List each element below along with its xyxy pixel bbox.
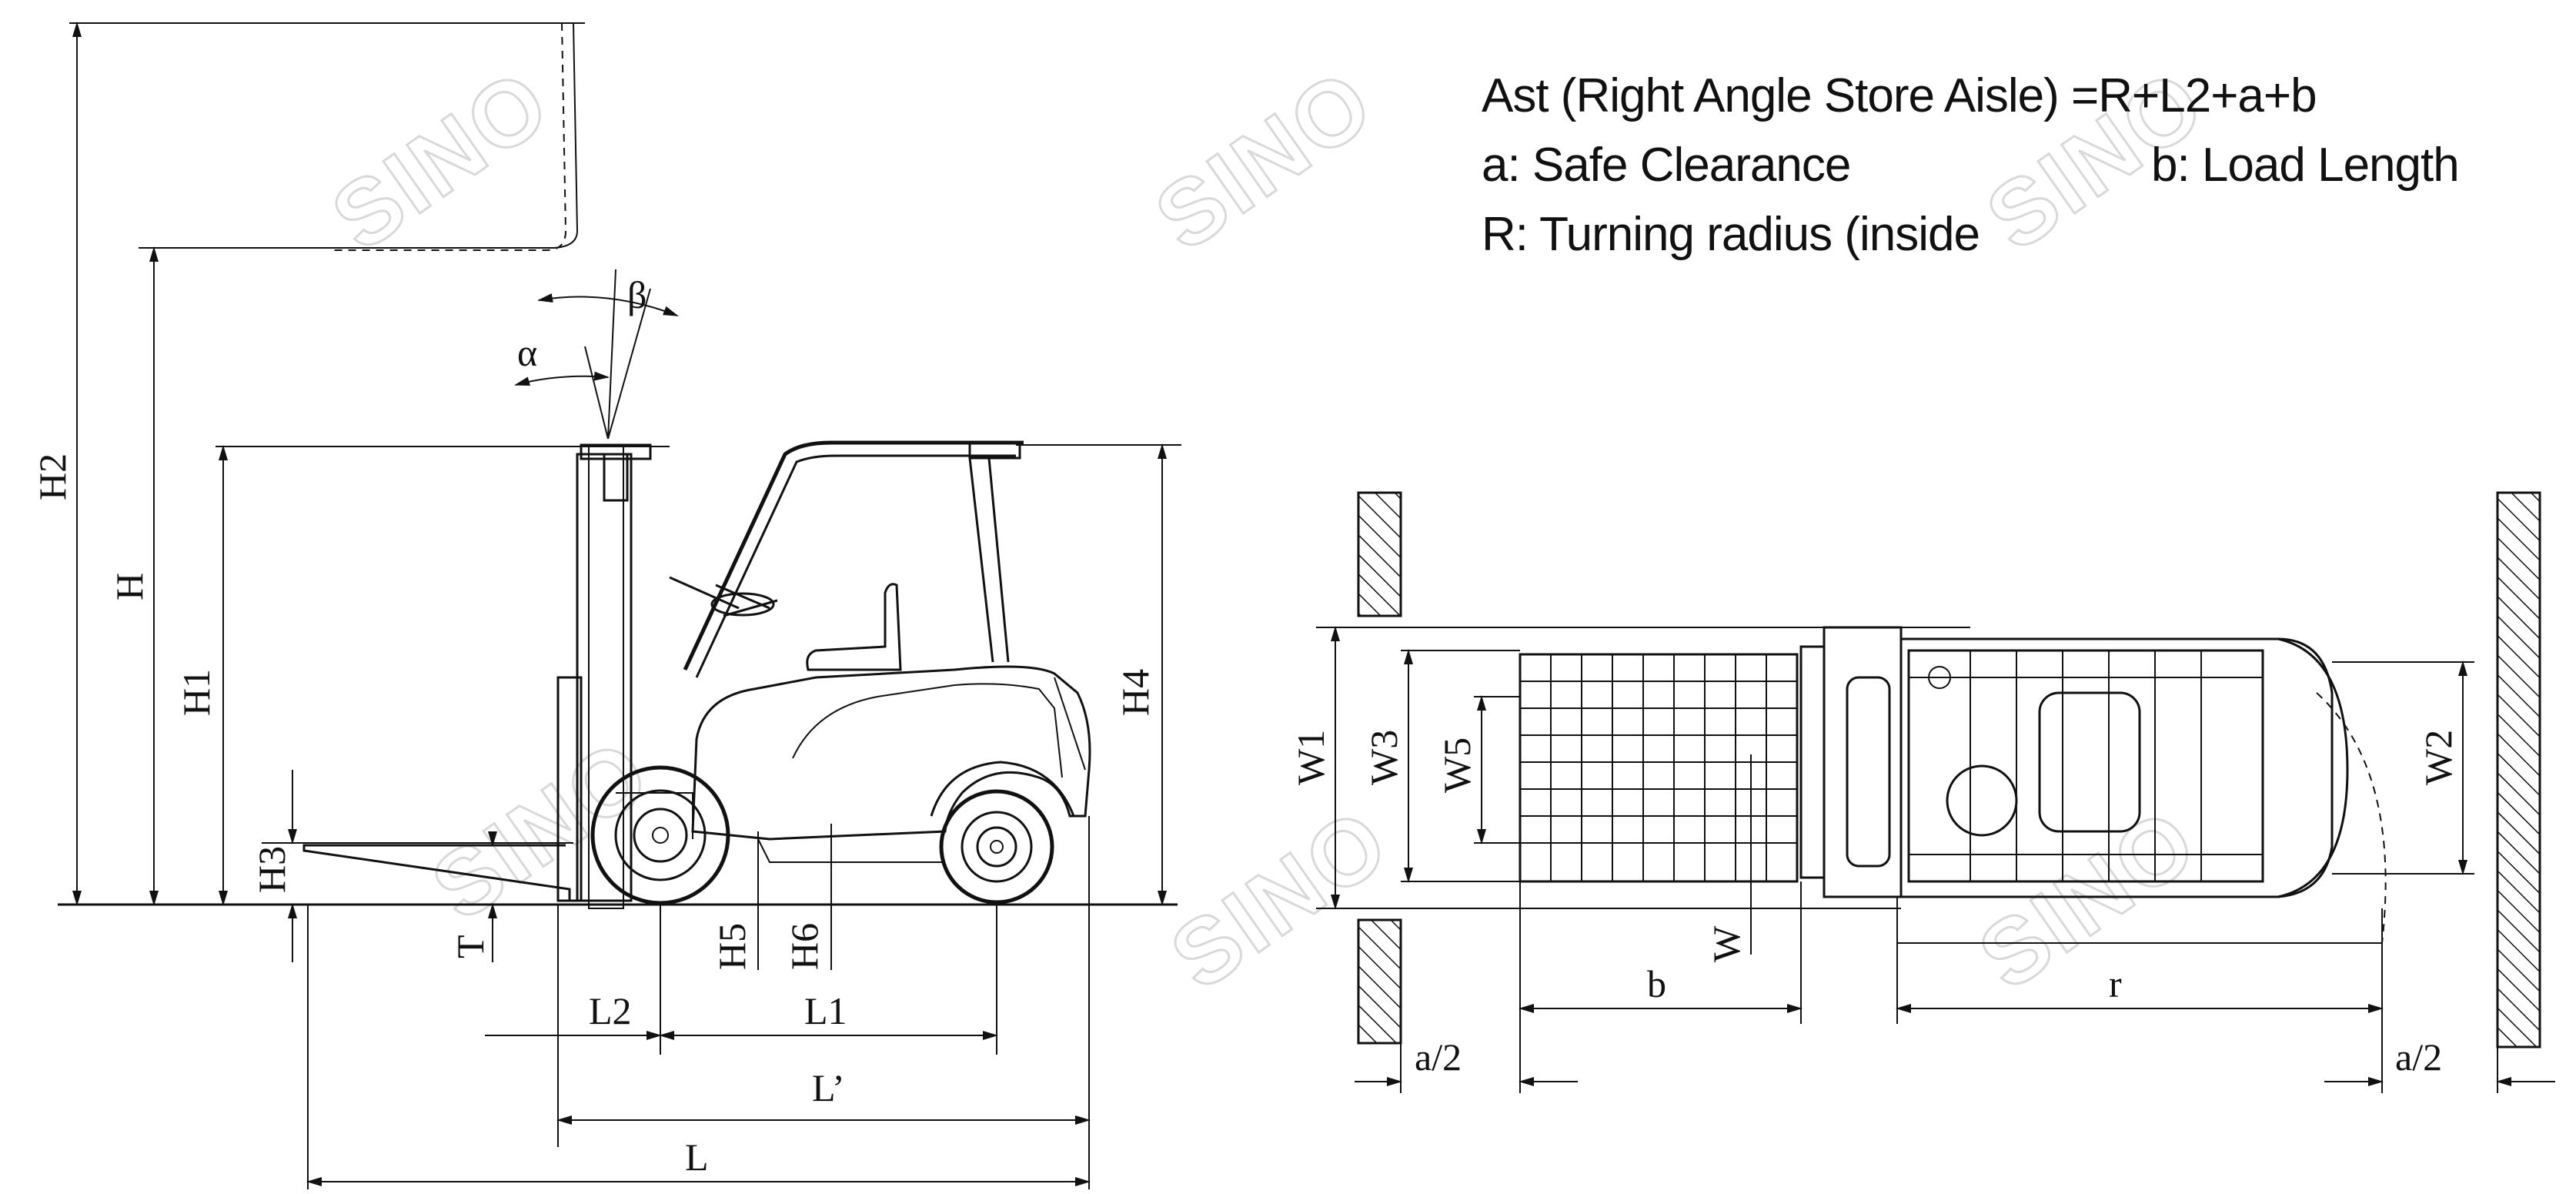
steering-wheel [710,592,775,617]
mast-crosshead [580,443,652,460]
w5-label: W5 [1435,737,1478,793]
h4-label: H4 [1114,669,1157,716]
overhead-guard-slats [1909,651,2263,881]
lift-cylinder-head [603,453,629,502]
h1-label: H1 [175,669,218,716]
formula-notes: Ast (Right Angle Store Aisle) =R+L2+a+b … [1482,62,2544,269]
load-length-note: b: Load Length [2151,139,2460,192]
l-prime-label: L’ [812,1066,845,1109]
a-half-left-label: a/2 [1415,1035,1462,1079]
truck-body [691,665,1091,841]
operator-seat [806,583,902,671]
rear-counterweight-line [1054,677,1086,771]
rear-wheel [939,789,1054,905]
alpha-arc [514,371,610,386]
l2-label: L2 [589,989,632,1032]
rear-pillar-inner [987,457,1010,663]
counterweight-top [2277,637,2349,898]
h-label: H [108,573,151,600]
l1-label: L1 [804,989,847,1032]
w2-label: W2 [2417,730,2460,785]
beta-label: β [627,273,647,316]
mirror-top [1928,666,1951,689]
w3-label: W3 [1362,730,1405,785]
watermark-text: SINO [1961,788,2215,1009]
raised-fork-line [139,22,579,249]
seat-top [2038,691,2141,833]
beta-arc [537,293,679,316]
overhead-guard-front [683,440,1024,671]
w1-label: W1 [1289,730,1332,785]
watermark-text: SINO [1138,49,1392,270]
h3-label: H3 [250,846,293,893]
overhead-guard-inner [695,454,1016,678]
b-label: b [1647,962,1666,1005]
safe-clearance-note: a: Safe Clearance [1482,139,1851,192]
truck-frame-top [1899,637,2334,898]
overhead-guard-top [1907,649,2264,883]
steer-handle-top [1846,676,1891,868]
steering-wheel-top [1946,764,2018,837]
w-label: W [1705,925,1748,962]
aisle-formula: Ast (Right Angle Store Aisle) =R+L2+a+b [1482,69,2317,122]
left-wall-lower [1357,918,1402,1045]
turning-arc [2316,692,2387,944]
load-pallet [1519,653,1799,883]
lowered-fork [302,844,571,901]
carriage-top [1799,645,1826,879]
h2-label: H2 [31,453,74,500]
right-wall [2496,491,2541,1049]
r-label: r [2109,962,2122,1005]
raised-fork-outline [331,22,567,251]
t-label: T [449,935,492,958]
alpha-label: α [517,331,537,374]
steering-column [669,576,778,617]
rear-pillar [968,457,994,663]
step-frame [616,792,693,839]
rear-fender [930,761,1075,817]
chassis-bottom [757,838,943,863]
front-wheel [590,765,730,905]
turning-radius-note: R: Turning radius (inside [1482,208,1980,261]
h5-label: H5 [710,923,753,970]
side-view: β α H2 H H1 H3 T H4 H5 H6 L [31,21,1181,1189]
load-grid-lines [1520,654,1797,881]
top-view: W1 W3 W5 W2 W b r a/2 [1289,491,2555,1093]
watermark-text: SINO [314,49,568,270]
a-half-right-label: a/2 [2395,1035,2442,1079]
left-wall-upper [1357,491,1402,617]
overhead-guard-rear-cap [968,441,1021,460]
h6-label: H6 [783,923,826,970]
clearance-legend-row: a: Safe Clearance b: Load Length [1482,131,2544,200]
body-panel-line [792,683,1063,778]
l-label: L [685,1135,709,1179]
